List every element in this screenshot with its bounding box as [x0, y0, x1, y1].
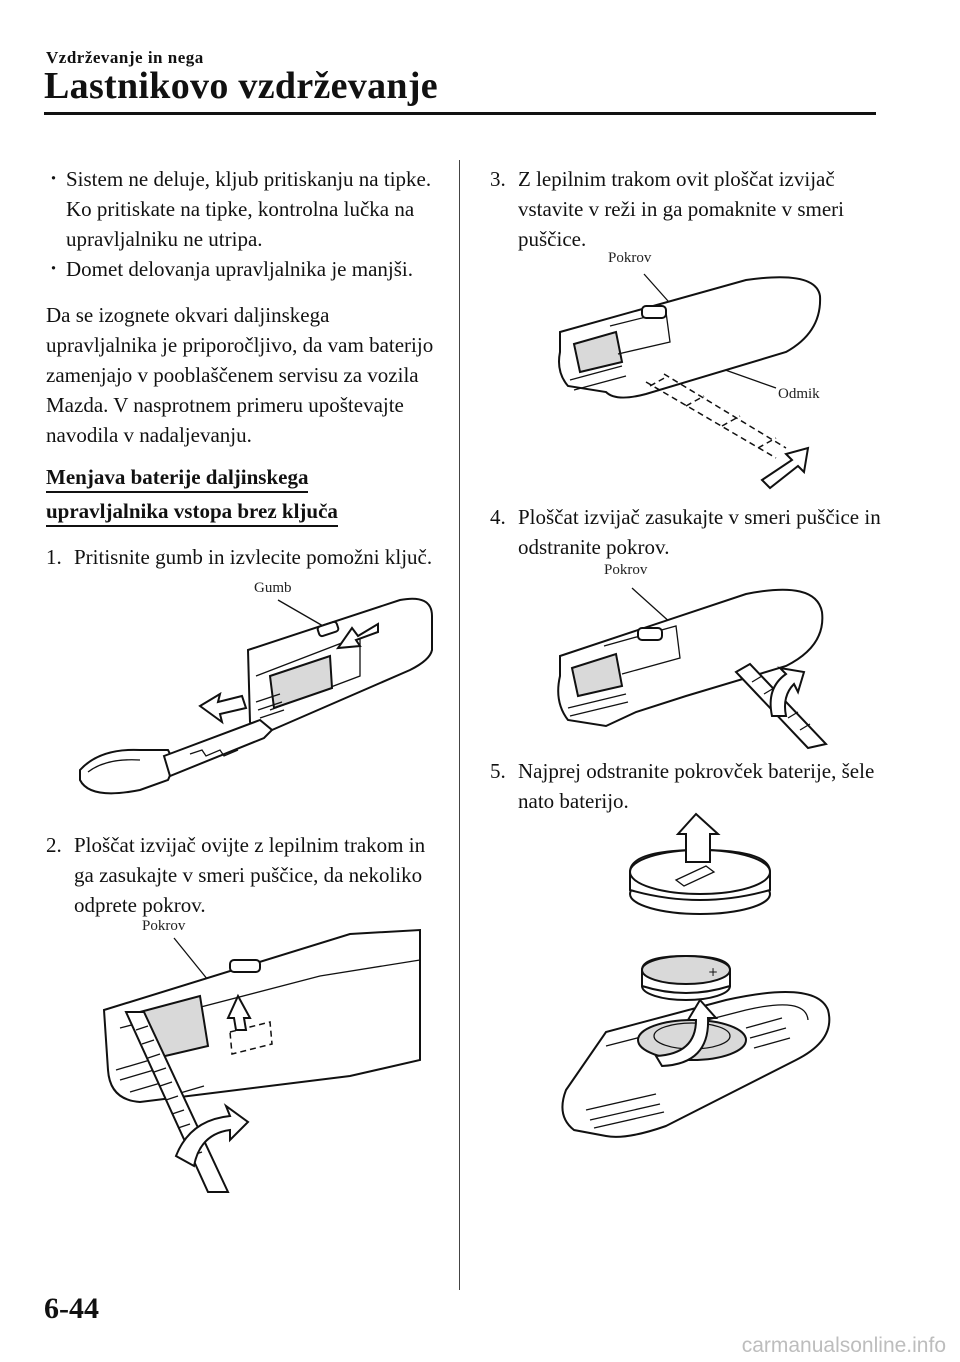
bullet-item: Domet delovanja upravljalnika je manjši. — [46, 253, 438, 284]
section-label: Vzdrževanje in nega — [46, 48, 204, 67]
title-rule — [44, 112, 876, 115]
subheading-line: upravljalnika vstopa brez ključa — [46, 499, 338, 527]
column-divider — [459, 160, 460, 1290]
step-text: Ploščat izvijač zasukajte v smeri puščic… — [518, 505, 881, 559]
figure-open-cover — [102, 928, 421, 1193]
figure-label: Pokrov — [604, 562, 648, 578]
figure-label: Pokrov — [142, 918, 186, 934]
step-text: Najprej odstranite pokrovček baterije, š… — [518, 759, 875, 813]
subheading: Menjava baterije daljinskega upravljalni… — [46, 462, 438, 527]
step-number: 5. — [490, 759, 506, 783]
figure-label: Pokrov — [608, 250, 652, 266]
left-column-step2: 2. Ploščat izvijač ovijte z lepilnim trak… — [46, 830, 438, 920]
step-text: Z lepilnim trakom ovit ploščat izvijač v… — [518, 167, 844, 251]
right-column-step4: 4. Ploščat izvijač zasukajte v smeri pušč… — [490, 502, 882, 562]
step-5: 5. Najprej odstranite pokrovček baterije,… — [490, 756, 882, 816]
figure-label: Odmik — [778, 386, 820, 402]
step-2: 2. Ploščat izvijač ovijte z lepilnim trak… — [46, 830, 438, 920]
step-number: 2. — [46, 833, 62, 857]
step-3: 3. Z lepilnim trakom ovit ploščat izvijač… — [490, 164, 882, 254]
watermark: carmanualsonline.info — [741, 1334, 946, 1357]
right-column-step5: 5. Najprej odstranite pokrovček baterije,… — [490, 756, 882, 816]
subheading-line: Menjava baterije daljinskega — [46, 465, 309, 493]
figure-insert-screwdriver — [558, 273, 822, 490]
page-number: 6-44 — [44, 1292, 99, 1325]
left-column-intro: Sistem ne deluje, kljub pritiskanju na t… — [46, 163, 438, 572]
step-number: 4. — [490, 505, 506, 529]
right-column-step3: 3. Z lepilnim trakom ovit ploščat izvijač… — [490, 164, 882, 254]
step-number: 1. — [46, 545, 62, 569]
figure-battery-removal: + — [561, 812, 831, 1138]
page-title: Lastnikovo vzdrževanje — [44, 65, 438, 107]
svg-text:+: + — [708, 965, 718, 979]
step-text: Pritisnite gumb in izvlecite pomožni klj… — [74, 545, 433, 569]
step-number: 3. — [490, 167, 506, 191]
figure-label: Gumb — [254, 580, 292, 596]
figure-remove-cover — [557, 587, 828, 750]
step-1: 1. Pritisnite gumb in izvlecite pomožni k… — [46, 542, 438, 572]
step-text: Ploščat izvijač ovijte z lepilnim trakom… — [74, 833, 426, 917]
intro-paragraph: Da se izognete okvari daljinskega upravl… — [46, 303, 434, 447]
figure-key-removal — [79, 597, 433, 795]
step-4: 4. Ploščat izvijač zasukajte v smeri pušč… — [490, 502, 882, 562]
bullet-item: Sistem ne deluje, kljub pritiskanju na t… — [46, 163, 438, 254]
